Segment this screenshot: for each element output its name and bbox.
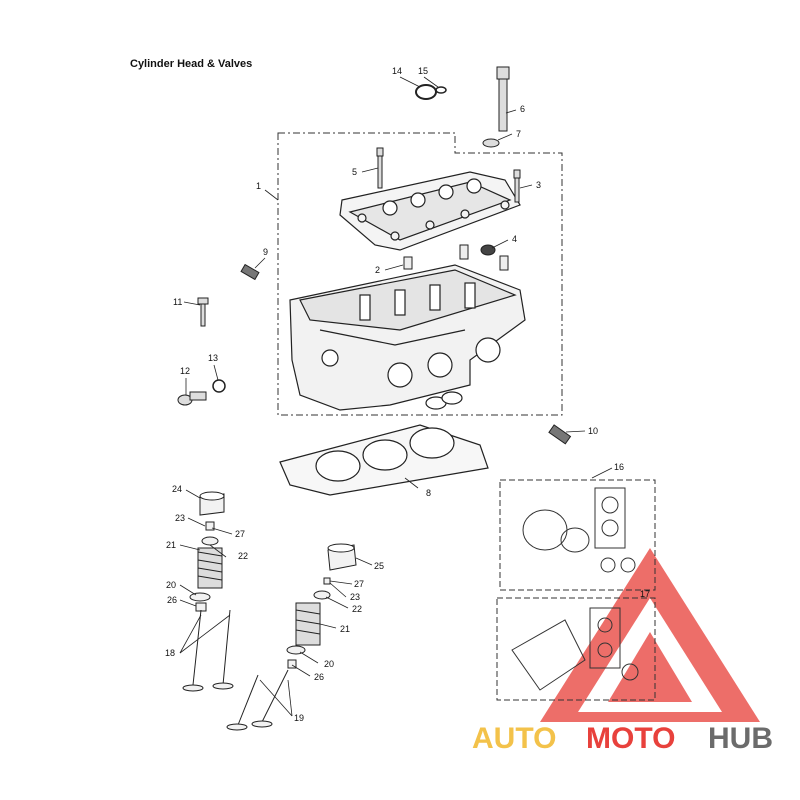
callout-3: 3: [536, 180, 541, 190]
callout-15: 15: [418, 66, 428, 76]
diagram-title: Cylinder Head & Valves: [130, 58, 253, 70]
callout-21a: 21: [166, 540, 176, 550]
callout-20b: 20: [324, 659, 334, 669]
seal-4: [480, 244, 496, 256]
callout-5: 5: [352, 167, 357, 177]
o-ring-14: [415, 84, 437, 100]
callout-7: 7: [516, 129, 521, 139]
callout-22a: 22: [238, 551, 248, 561]
gasket-kit-16: [499, 479, 656, 591]
plug-12: [177, 391, 207, 406]
watermark-text: AUTO MOTO HUB: [472, 722, 773, 755]
callout-11: 11: [173, 297, 182, 307]
callout-27b: 27: [354, 579, 364, 589]
callout-23a: 23: [175, 513, 185, 523]
callout-9: 9: [263, 247, 268, 257]
bolt-11: [197, 297, 209, 327]
callout-2: 2: [375, 265, 380, 275]
callout-26b: 26: [314, 672, 324, 682]
o-ring-15: [435, 86, 447, 94]
callout-10: 10: [588, 426, 598, 436]
watermark-moto: MOTO: [586, 722, 675, 755]
callout-23b: 23: [350, 592, 360, 602]
callout-labels: 1 2 3 4 5 6 7 8 9 10 11 12 13 14 15 16 1…: [165, 66, 650, 723]
callout-18: 18: [165, 648, 175, 658]
stud-9: [240, 263, 260, 281]
callout-14: 14: [392, 66, 402, 76]
washer-7: [482, 138, 500, 148]
dowel-2: [403, 256, 413, 270]
valve-train-right: [226, 543, 357, 731]
bolt-3: [513, 169, 521, 203]
gasket-kit-17: [496, 597, 656, 701]
callout-26a: 26: [167, 595, 177, 605]
leader-lines: [179, 76, 613, 717]
valve-train-left: [182, 491, 234, 692]
head-assembly-boundary: [277, 132, 563, 416]
callout-20a: 20: [166, 580, 176, 590]
dowel-2b: [459, 244, 469, 260]
watermark-auto: AUTO: [472, 722, 556, 755]
stud-10: [548, 424, 572, 445]
callout-13: 13: [208, 353, 218, 363]
cylinder-head: [289, 264, 526, 411]
long-bolt-6: [496, 66, 510, 132]
callout-17: 17: [640, 589, 650, 599]
callout-4: 4: [512, 234, 517, 244]
head-gasket: [279, 424, 489, 496]
callout-27a: 27: [235, 529, 245, 539]
callout-16: 16: [614, 462, 624, 472]
callout-19: 19: [294, 713, 304, 723]
callout-1: 1: [256, 181, 261, 191]
dowel-2c: [499, 255, 509, 271]
callout-6: 6: [520, 104, 525, 114]
callout-12: 12: [180, 366, 190, 376]
callout-8: 8: [426, 488, 431, 498]
callout-24: 24: [172, 484, 182, 494]
callout-25: 25: [374, 561, 384, 571]
camshaft-carrier: [339, 171, 521, 251]
callout-21b: 21: [340, 624, 350, 634]
washer-13: [212, 379, 226, 393]
bolt-5: [376, 147, 384, 189]
watermark-hub: HUB: [708, 722, 773, 755]
callout-22b: 22: [352, 604, 362, 614]
watermark-logo: [540, 548, 760, 722]
